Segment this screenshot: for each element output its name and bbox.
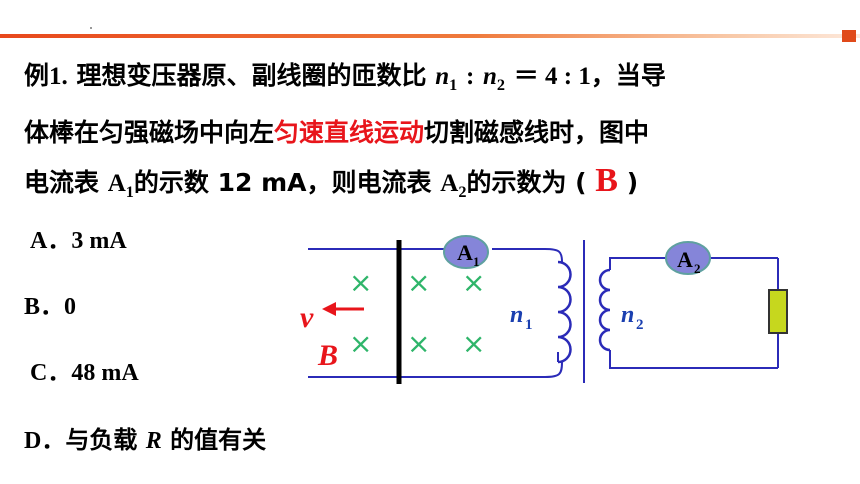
load-resistor <box>768 289 788 334</box>
field-label: B <box>317 339 338 372</box>
svg-text:A: A <box>457 240 473 265</box>
coil1-sub: 1 <box>525 317 533 333</box>
option-a[interactable]: A．3 mA <box>30 228 127 254</box>
field-mark: × <box>462 327 485 360</box>
decor-dot <box>90 27 92 29</box>
velocity-label: v <box>300 301 314 334</box>
field-mark: × <box>349 327 372 360</box>
question-line-1: 例1. 理想变压器原、副线圈的匝数比 n1 : n2 ＝ 4 : 1，当导 <box>24 61 666 94</box>
coil2-sub: 2 <box>636 317 644 333</box>
ammeter-a2: A 2 <box>665 241 711 276</box>
top-accent-bar <box>0 30 860 42</box>
field-mark: × <box>407 327 430 360</box>
field-mark: × <box>349 266 372 299</box>
option-c[interactable]: C．48 mA <box>30 360 139 386</box>
accent-block <box>842 30 856 42</box>
ammeter-a1: A 1 <box>443 235 489 269</box>
field-mark: × <box>462 266 485 299</box>
question-line-2: 体棒在匀强磁场中向左匀速直线运动切割磁感线时，图中 <box>24 118 650 147</box>
accent-gradient-line <box>0 34 860 38</box>
velocity-arrow <box>322 302 364 316</box>
highlight-uniform-motion: 匀速直线运动 <box>274 118 425 147</box>
primary-coil <box>557 260 572 364</box>
question-line-3: 电流表 A1的示数 12 mA，则电流表 A2的示数为 ( B ) <box>24 162 639 201</box>
option-d[interactable]: D．与负载 R 的值有关 <box>24 426 267 454</box>
secondary-coil <box>598 268 611 352</box>
option-b[interactable]: B．0 <box>24 294 77 320</box>
svg-text:2: 2 <box>694 261 701 276</box>
example-label: 例1. <box>24 63 68 90</box>
svg-text:A: A <box>677 247 693 272</box>
coil2-label: n <box>621 302 634 328</box>
field-mark: × <box>407 266 430 299</box>
coil1-label: n <box>510 302 523 328</box>
question-text: 例1. 理想变压器原、副线圈的匝数比 n1 : n2 ＝ 4 : 1，当导 体棒… <box>24 52 824 216</box>
magnetic-field-marks: × × × × × × <box>349 266 485 360</box>
svg-text:1: 1 <box>473 254 480 269</box>
primary-circuit-wires <box>308 248 563 378</box>
answer-mark: B <box>595 162 618 199</box>
secondary-circuit-wires <box>609 257 779 369</box>
